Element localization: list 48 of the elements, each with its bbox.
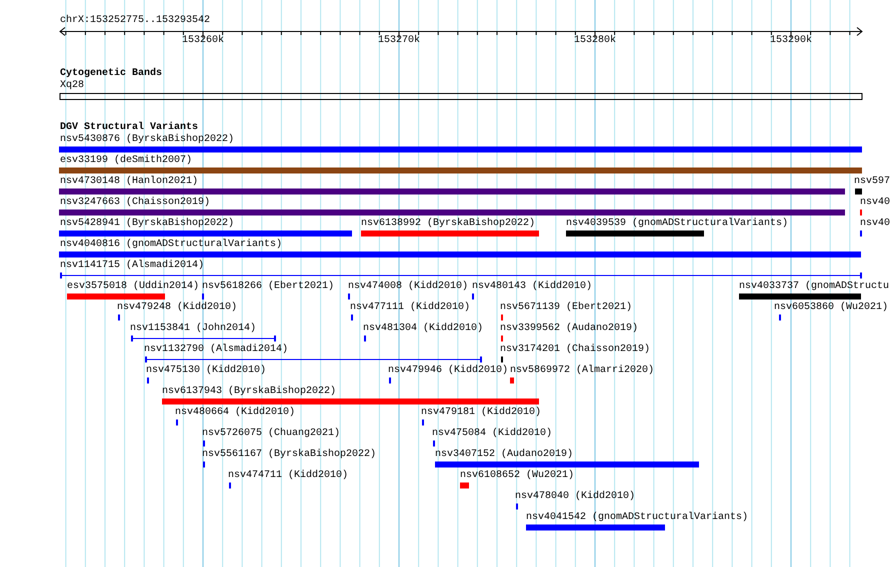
region-coordinates: chrX:153252775..153293542 bbox=[60, 15, 210, 27]
variant-label: nsv4039539 (gnomADStructuralVariants) bbox=[566, 218, 788, 230]
variant-label: nsv5671139 (Ebert2021) bbox=[500, 302, 632, 314]
variant-label: nsv40 bbox=[860, 218, 890, 230]
variant-label: nsv475130 (Kidd2010) bbox=[146, 365, 266, 377]
variant-label: nsv4730148 (Hanlon2021) bbox=[60, 176, 198, 188]
variant-label: nsv4040816 (gnomADStructuralVariants) bbox=[60, 239, 282, 251]
variant-label: nsv479946 (Kidd2010) bbox=[388, 365, 508, 377]
track-title: Cytogenetic Bands bbox=[60, 68, 162, 80]
variant-label: nsv474711 (Kidd2010) bbox=[228, 470, 348, 482]
variant-label: nsv480143 (Kidd2010) bbox=[472, 281, 592, 293]
variant-label: nsv1153841 (John2014) bbox=[130, 323, 256, 335]
axis-tick-label: 153260k bbox=[182, 35, 224, 47]
variant-label: nsv480664 (Kidd2010) bbox=[175, 407, 296, 419]
variant-label: nsv3399562 (Audano2019) bbox=[500, 323, 638, 335]
variant-label: esv33199 (deSmith2007) bbox=[60, 155, 192, 167]
variant-label: nsv1132790 (Alsmadi2014) bbox=[144, 344, 288, 356]
band-name: Xq28 bbox=[60, 80, 84, 92]
variant-label: nsv474008 (Kidd2010) bbox=[348, 281, 468, 293]
track-title: DGV Structural Variants bbox=[60, 122, 198, 134]
variant-label: nsv481304 (Kidd2010) bbox=[363, 323, 484, 335]
variant-label: nsv6053860 (Wu2021) bbox=[774, 302, 888, 314]
variant-label: nsv40 bbox=[860, 197, 890, 209]
variant-label: nsv3247663 (Chaisson2019) bbox=[60, 197, 210, 209]
variant-label: nsv477111 (Kidd2010) bbox=[350, 302, 470, 314]
variant-label: nsv6108652 (Wu2021) bbox=[460, 470, 574, 482]
variant-label: nsv3174201 (Chaisson2019) bbox=[500, 344, 650, 356]
variant-label: nsv597 bbox=[854, 176, 890, 188]
variant-label: nsv6138992 (ByrskaBishop2022) bbox=[361, 218, 536, 230]
variant-label: nsv475084 (Kidd2010) bbox=[432, 428, 552, 440]
variant-label: nsv479248 (Kidd2010) bbox=[117, 302, 238, 314]
variant-label: nsv479181 (Kidd2010) bbox=[421, 407, 542, 419]
variant-label: nsv1141715 (Alsmadi2014) bbox=[60, 260, 204, 272]
variant-label: nsv5869972 (Almarri2020) bbox=[510, 365, 654, 377]
variant-label: nsv4033737 (gnomADStructu bbox=[739, 281, 890, 293]
axis-tick-label: 153270k bbox=[378, 35, 420, 47]
variant-label: nsv478040 (Kidd2010) bbox=[515, 491, 636, 503]
variant-label: nsv6137943 (ByrskaBishop2022) bbox=[162, 386, 336, 398]
variant-label: nsv5430876 (ByrskaBishop2022) bbox=[60, 134, 234, 146]
variant-label: nsv4041542 (gnomADStructuralVariants) bbox=[526, 512, 748, 524]
variant-label: nsv3407152 (Audano2019) bbox=[435, 449, 574, 461]
axis-tick-label: 153280k bbox=[574, 35, 616, 47]
variant-label: nsv5726075 (Chuang2021) bbox=[202, 428, 340, 440]
axis-tick-label: 153290k bbox=[770, 35, 812, 47]
variant-label: esv3575018 (Uddin2014) bbox=[67, 281, 200, 293]
variant-label: nsv5428941 (ByrskaBishop2022) bbox=[60, 218, 234, 230]
variant-label: nsv5561167 (ByrskaBishop2022) bbox=[202, 449, 376, 461]
variant-label: nsv5618266 (Ebert2021) bbox=[202, 281, 334, 293]
